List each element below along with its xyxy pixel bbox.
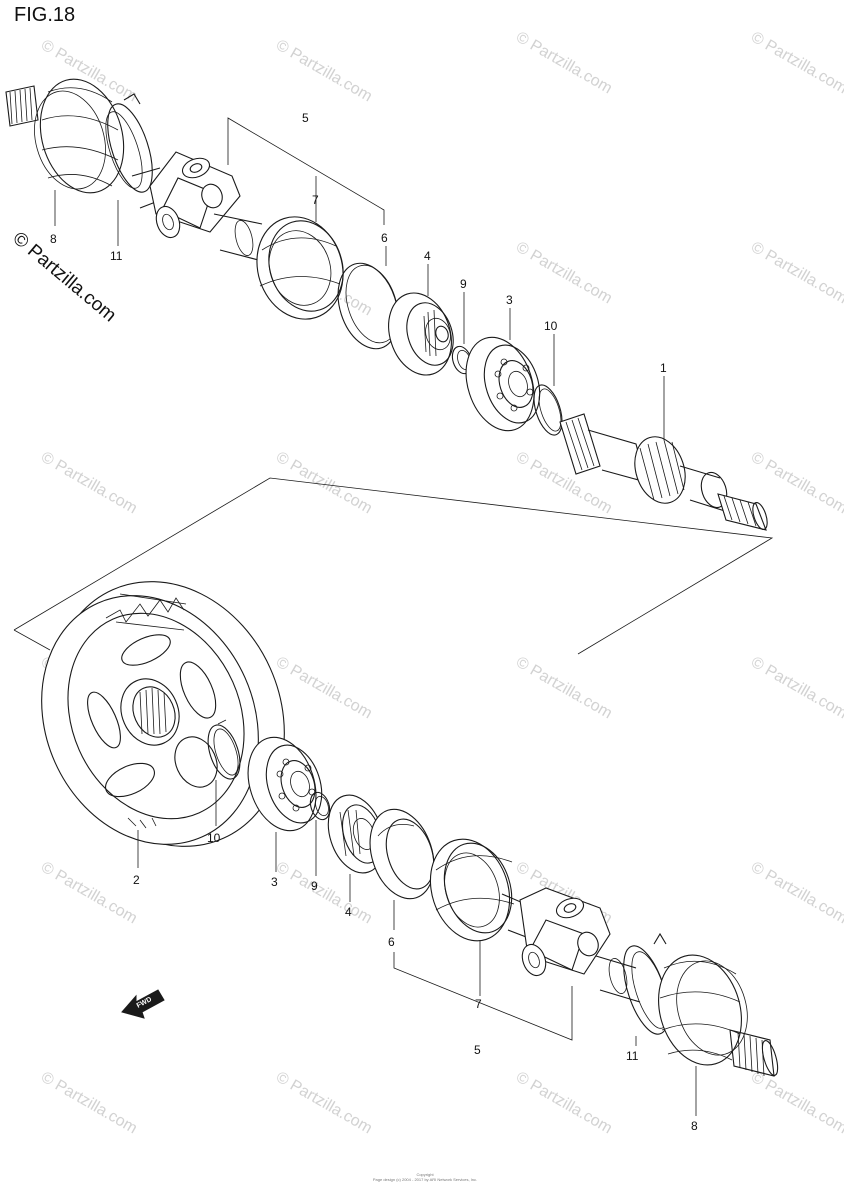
part-1-output-shaft (559, 413, 768, 531)
callout-top-7: 7 (312, 193, 319, 207)
callout-top-11: 11 (110, 249, 123, 263)
watermark: © Partzilla.com (273, 654, 375, 723)
part-8-bottom-joint-boot (658, 954, 748, 1066)
callout-top-1: 1 (660, 361, 667, 375)
watermark: © Partzilla.com (513, 449, 615, 518)
part-10-bottom-circlip (207, 719, 241, 780)
callout-bottom-4: 4 (345, 905, 352, 919)
watermark: © Partzilla.com (273, 1069, 375, 1138)
copyright-line: Page design (c) 2004 - 2017 by ARI Netwo… (372, 1177, 478, 1182)
part-4-top-hub (388, 292, 454, 376)
callout-bottom-6: 6 (388, 935, 395, 949)
callout-top-4: 4 (424, 249, 431, 263)
watermark: © Partzilla.com (748, 1069, 844, 1138)
watermark: © Partzilla.com (748, 239, 844, 308)
callout-bottom-2: 2 (133, 873, 140, 887)
part-3-bottom-bearing (247, 736, 323, 832)
watermark: © Partzilla.com (38, 449, 140, 518)
callout-top-3: 3 (506, 293, 513, 307)
figure-title: FIG.18 (14, 4, 76, 26)
assembly-boundary-line (13, 477, 774, 655)
callout-top-5: 5 (302, 111, 309, 125)
part-7-bottom-boot (429, 838, 515, 942)
copyright-notice: Copyright Page design (c) 2004 - 2017 by… (350, 1172, 500, 1182)
top-assembly: 5 7 8 11 6 4 9 3 10 1 (5, 78, 768, 531)
copyright-line: Copyright (416, 1172, 434, 1177)
callout-bottom-8: 8 (691, 1119, 698, 1133)
watermark: © Partzilla.com (273, 449, 375, 518)
callout-bottom-9: 9 (311, 879, 318, 893)
part-10-top-circlip (533, 384, 563, 436)
part-8-bottom-threaded-stub (729, 1029, 779, 1077)
part-2-driven-gear (41, 581, 285, 847)
watermark: © Partzilla.com (513, 1069, 615, 1138)
callout-top-9: 9 (460, 277, 467, 291)
part-8-top-threaded-stub (5, 85, 39, 127)
callout-top-8: 8 (50, 232, 57, 246)
bottom-bracket-5 (393, 952, 573, 1041)
top-universal-joint-yoke (149, 151, 241, 239)
watermark: © Partzilla.com (273, 37, 375, 106)
part-7-top-boot (256, 216, 344, 320)
part-6-bottom-ring (369, 808, 435, 900)
callout-bottom-5: 5 (474, 1043, 481, 1057)
part-6-top-ring (337, 262, 399, 350)
forward-arrow-icon: FWD (121, 989, 165, 1019)
top-bracket-5 (227, 117, 385, 225)
part-8-top-joint-boot (34, 78, 125, 194)
watermark: © Partzilla.com (38, 1069, 140, 1138)
part-11-top-clip (105, 93, 153, 193)
bottom-universal-joint-yoke (519, 887, 611, 977)
callout-top-10: 10 (544, 319, 558, 333)
callout-top-6: 6 (381, 231, 388, 245)
callout-bottom-10: 10 (207, 831, 221, 845)
watermark: © Partzilla.com (513, 239, 615, 308)
watermark: © Partzilla.com (38, 859, 140, 928)
callout-bottom-7: 7 (475, 997, 482, 1011)
part-3-top-bearing (465, 336, 541, 432)
watermark: © Partzilla.com (748, 654, 844, 723)
bottom-assembly: 2 10 3 9 4 6 7 5 11 8 (41, 581, 779, 1133)
watermark: © Partzilla.com (513, 29, 615, 98)
callout-bottom-11: 11 (626, 1049, 639, 1063)
watermark: © Partzilla.com (748, 859, 844, 928)
part-9-bottom-snap-ring (309, 791, 331, 821)
callout-bottom-3: 3 (271, 875, 278, 889)
watermark: © Partzilla.com (513, 654, 615, 723)
watermark: © Partzilla.com (748, 29, 844, 98)
